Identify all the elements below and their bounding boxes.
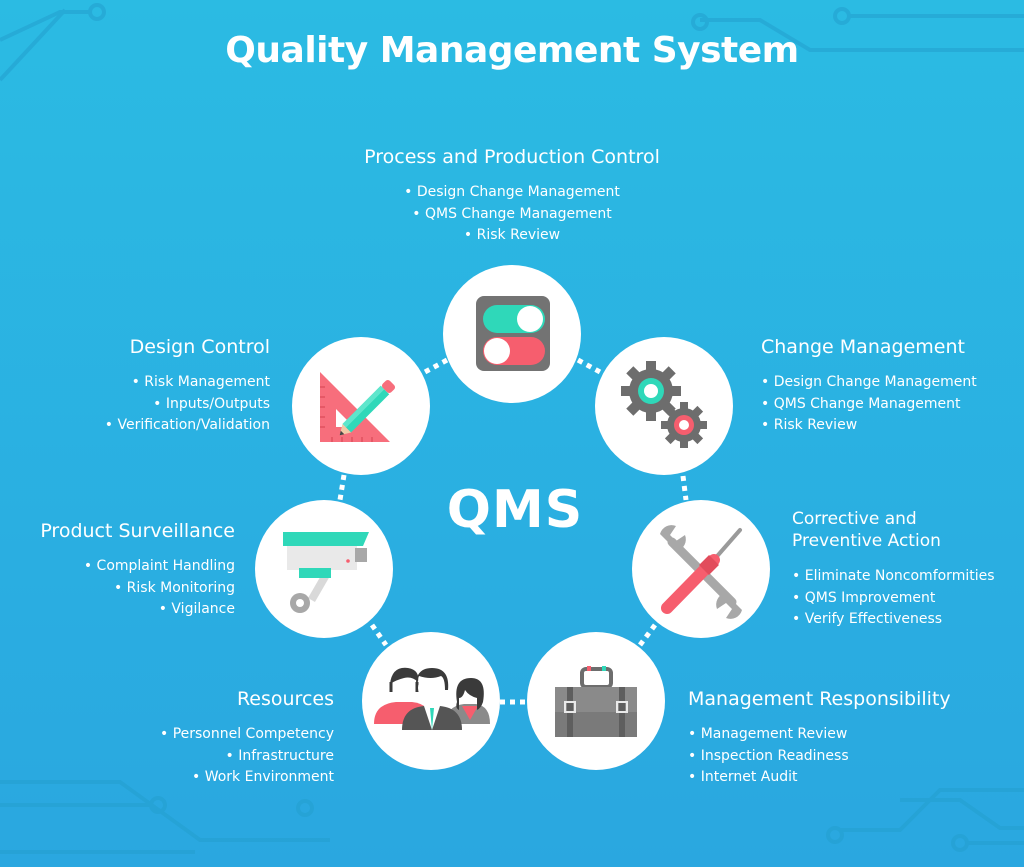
wrench-screwdriver-icon: [660, 525, 742, 619]
section-item: Verification/Validation: [40, 415, 270, 437]
section-title: Resources: [236, 688, 334, 710]
toggle-switches-icon: [476, 296, 550, 371]
section-item: Risk Monitoring: [20, 578, 235, 600]
node-change-management: [595, 337, 733, 475]
qms-center-label: QMS: [446, 480, 584, 540]
section-item: Vigilance: [20, 599, 235, 621]
section-title: Change Management: [761, 336, 965, 358]
section-item: Verify Effectiveness: [792, 609, 1022, 631]
gears-icon: [621, 361, 707, 448]
briefcase-icon: [555, 666, 637, 737]
section-item: Personnel Competency: [94, 724, 334, 746]
section-item: Risk Review: [761, 415, 1021, 437]
section-item: Design Change Management: [761, 372, 1021, 394]
section-title: Management Responsibility: [688, 688, 951, 710]
section-item: QMS Improvement: [792, 588, 1022, 610]
section-item: Work Environment: [94, 767, 334, 789]
node-process-production-control: [443, 265, 581, 403]
section-product-surveillance: Product Surveillance Complaint Handling …: [20, 520, 235, 621]
section-item: Risk Management: [40, 372, 270, 394]
node-management-responsibility: [527, 632, 665, 770]
section-item: Inputs/Outputs: [40, 394, 270, 416]
section-process-production-control: Process and Production Control Design Ch…: [312, 146, 712, 247]
node-resources: [362, 632, 500, 770]
section-item: Management Review: [688, 724, 1008, 746]
section-title-line2: Preventive Action: [792, 531, 941, 551]
section-change-management: Change Management Design Change Manageme…: [761, 336, 1021, 437]
section-item: QMS Change Management: [761, 394, 1021, 416]
page-title: Quality Management System: [225, 30, 799, 71]
section-design-control: Design Control Risk Management Inputs/Ou…: [40, 336, 270, 437]
section-item: Design Change Management: [312, 182, 712, 204]
node-corrective-preventive-action: [632, 500, 770, 638]
section-management-responsibility: Management Responsibility Management Rev…: [688, 688, 1008, 789]
set-square-pencil-icon: [320, 372, 396, 442]
section-item: Infrastructure: [94, 746, 334, 768]
section-item: Complaint Handling: [20, 556, 235, 578]
section-item: Eliminate Noncomformities: [792, 566, 1022, 588]
node-design-control: [292, 337, 430, 475]
section-item: QMS Change Management: [312, 204, 712, 226]
section-title: Design Control: [129, 336, 270, 358]
section-item: Inspection Readiness: [688, 746, 1008, 768]
section-item: Risk Review: [312, 225, 712, 247]
section-item: Internet Audit: [688, 767, 1008, 789]
section-title-line1: Corrective and: [792, 509, 917, 529]
section-title: Product Surveillance: [40, 520, 235, 542]
section-resources: Resources Personnel Competency Infrastru…: [94, 688, 334, 789]
security-camera-icon: [283, 532, 369, 613]
section-corrective-preventive-action: Corrective and Preventive Action Elimina…: [792, 508, 1022, 631]
section-title: Process and Production Control: [364, 146, 660, 168]
node-product-surveillance: [255, 500, 393, 638]
people-icon: [374, 667, 490, 730]
